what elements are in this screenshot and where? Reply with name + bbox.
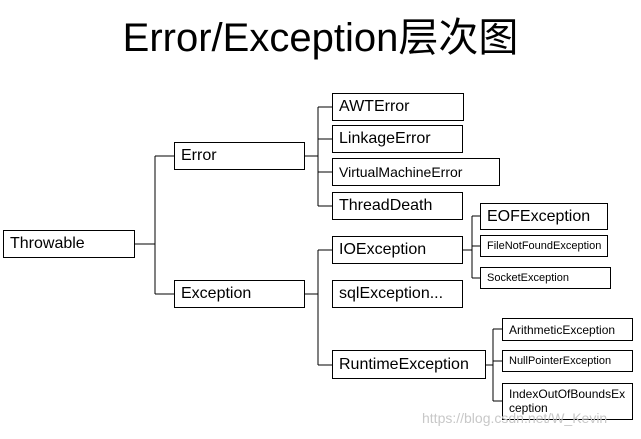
linkage-error-node: LinkageError [332,125,463,153]
null-pointer-exception-node: NullPointerException [502,350,633,372]
virtual-machine-error-node: VirtualMachineError [332,158,500,186]
file-not-found-exception-node: FileNotFoundException [480,235,608,257]
sql-exception-node: sqlException... [332,280,463,308]
socket-exception-node: SocketException [480,267,611,289]
index-out-of-bounds-exception-node: IndexOutOfBoundsException [502,383,633,420]
arithmetic-exception-node: ArithmeticException [502,318,633,341]
thread-death-node: ThreadDeath [332,192,463,220]
eof-exception-node: EOFException [480,203,608,230]
exception-node: Exception [174,280,305,308]
awt-error-node: AWTError [332,93,464,121]
watermark: https://blog.csdn.net/W_Kevin [422,410,608,426]
runtime-exception-node: RuntimeException [332,350,486,379]
error-node: Error [174,142,305,170]
io-exception-node: IOException [332,236,463,264]
diagram-title: Error/Exception层次图 [122,16,519,60]
throwable-node: Throwable [3,230,135,258]
